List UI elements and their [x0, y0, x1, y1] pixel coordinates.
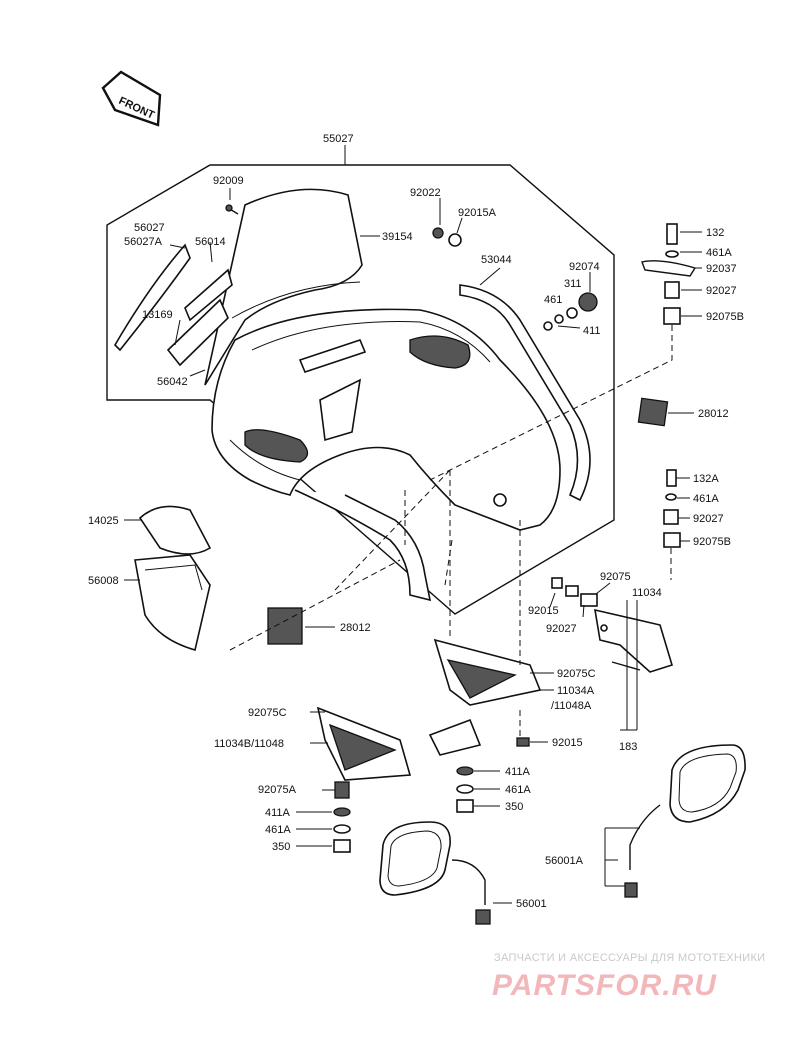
label-92027-low: 92027: [546, 623, 577, 635]
watermark: ЗАПЧАСТИ И АКСЕССУАРЫ ДЛЯ МОТОТЕХНИКИ PA…: [492, 952, 765, 1002]
trim-56027: [113, 243, 191, 352]
label-56008: 56008: [88, 575, 119, 587]
label-461a-mid: 461A: [693, 493, 719, 505]
label-11034: 11034: [632, 587, 662, 599]
label-411: 411: [583, 325, 601, 337]
label-461a-top: 461A: [706, 247, 732, 259]
screw-92009: [225, 204, 239, 215]
label-11048a: /11048A: [551, 700, 592, 712]
label-56027a: 56027A: [124, 236, 163, 248]
label-411a-right: 411A: [505, 766, 531, 778]
hardware-92022: [432, 227, 462, 247]
label-350-right: 350: [505, 801, 523, 813]
front-arrow-icon: FRONT: [101, 70, 162, 127]
label-11034b-11048: 11034B/11048: [214, 738, 284, 750]
label-92037: 92037: [706, 263, 737, 275]
label-92027-mid: 92027: [693, 513, 724, 525]
label-28012-low: 28012: [340, 622, 371, 634]
fairing-body: [211, 308, 561, 531]
label-39154: 39154: [382, 231, 413, 243]
leader-lines: [124, 188, 702, 904]
pad-28012-upper: [637, 397, 669, 427]
label-350-left: 350: [272, 841, 290, 853]
pad-28012-lower: [267, 607, 303, 645]
watermark-caption: ЗАПЧАСТИ И АКСЕССУАРЫ ДЛЯ МОТОТЕХНИКИ: [494, 952, 765, 964]
label-92075b-mid: 92075B: [693, 536, 731, 548]
trim-13169: [166, 298, 229, 367]
label-132: 132: [706, 227, 724, 239]
windscreen: [204, 188, 363, 386]
washer-stack-left: [333, 807, 351, 853]
label-461a-left: 461A: [265, 824, 291, 836]
label-13169: 13169: [142, 309, 173, 321]
bracket-53044: [459, 284, 591, 502]
label-92015-low: 92015: [552, 737, 583, 749]
trim-56014: [184, 268, 233, 322]
label-92075: 92075: [600, 571, 631, 583]
washer-stack-center: [456, 737, 530, 813]
vent-left: [244, 429, 309, 463]
assembly-boundary: [106, 164, 615, 615]
label-28012-top: 28012: [698, 408, 729, 420]
vent-right: [409, 335, 471, 369]
label-92015a-top: 92015A: [458, 207, 497, 219]
mount-stack-middle: [663, 469, 681, 580]
label-53044: 53044: [481, 254, 512, 266]
label-56042: 56042: [157, 376, 188, 388]
label-56027: 56027: [134, 222, 165, 234]
label-92075a: 92075A: [258, 784, 297, 796]
label-92074: 92074: [569, 261, 600, 273]
pocket-56008: [134, 554, 211, 652]
mirror-56001: [379, 821, 491, 925]
label-92075c-left: 92075C: [248, 707, 287, 719]
label-311: 311: [564, 278, 582, 290]
label-183: 183: [619, 741, 637, 753]
label-92009: 92009: [213, 175, 244, 187]
label-11034a: 11034A: [557, 685, 595, 697]
mirror-56001a: [624, 744, 746, 898]
cover-14025: [138, 505, 212, 555]
mount-stack-upper: [429, 223, 697, 481]
label-461a-right: 461A: [505, 784, 531, 796]
label-461: 461: [544, 294, 562, 306]
label-92015-mid: 92015: [528, 605, 559, 617]
label-55027: 55027: [323, 133, 354, 145]
label-14025: 14025: [88, 515, 119, 527]
hardware-92074: [543, 292, 598, 331]
part-labels: 55027 92009 92022 92015A 39154 56027 560…: [88, 133, 744, 910]
label-411a-left: 411A: [265, 807, 291, 819]
watermark-brand: PARTSFOR.RU: [492, 969, 717, 1002]
bracket-11034: [594, 608, 673, 673]
label-132a: 132A: [693, 473, 719, 485]
fairing-cavity: [294, 489, 432, 602]
label-92075b-top: 92075B: [706, 311, 744, 323]
label-56014: 56014: [195, 236, 226, 248]
label-56001a: 56001A: [545, 855, 584, 867]
label-92022: 92022: [410, 187, 441, 199]
label-92027-top: 92027: [706, 285, 737, 297]
label-56001: 56001: [516, 898, 547, 910]
label-92075c-right: 92075C: [557, 668, 596, 680]
